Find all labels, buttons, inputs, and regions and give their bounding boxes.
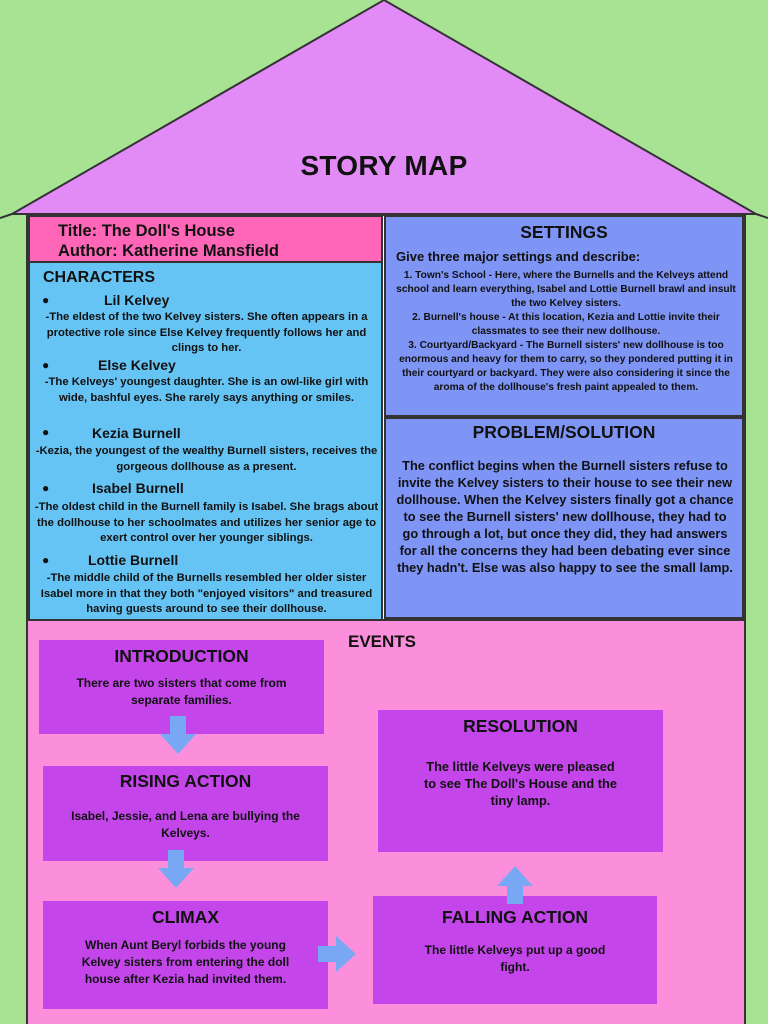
rising-action-text: Isabel, Jessie, and Lena are bullying th… [71,809,300,840]
bullet-icon: ● [42,293,50,307]
author-line: Author: Katherine Mansfield [58,242,279,260]
settings-prompt: Give three major settings and describe: [396,249,641,264]
setting-item: 3. Courtyard/Backyard - The Burnell sist… [399,340,733,393]
title-author-box: Title: The Doll's House Author: Katherin… [28,215,383,263]
bullet-icon: ● [42,481,50,495]
character-name: Kezia Burnell [92,425,181,441]
character-description: -The Kelveys' youngest daughter. She is … [44,376,369,404]
arrow-down-icon [158,850,194,888]
character-description: -The middle child of the Burnells resemb… [40,572,373,615]
resolution-title: RESOLUTION [463,716,578,736]
introduction-title: INTRODUCTION [114,646,249,666]
climax-box: CLIMAX When Aunt Beryl forbids the young… [43,901,328,1009]
character-description: -The oldest child in the Burnell family … [34,501,379,544]
bullet-icon: ● [42,425,50,439]
rising-action-title: RISING ACTION [119,771,252,791]
resolution-text: The little Kelveys were pleased to see T… [424,759,617,808]
character-name: Lottie Burnell [88,552,179,568]
setting-item: 1. Town's School - Here, where the Burne… [396,270,736,309]
problem-heading: PROBLEM/SOLUTION [472,422,656,442]
house-roof [0,0,768,219]
character-description: -Kezia, the youngest of the wealthy Burn… [35,445,378,473]
falling-action-text: The little Kelveys put up a good fight. [424,943,606,974]
character-name: Else Kelvey [98,357,176,373]
page-title: STORY MAP [300,150,468,181]
arrow-right-icon [318,936,356,972]
bullet-icon: ● [42,358,50,372]
bullet-icon: ● [42,553,50,567]
characters-heading: CHARACTERS [43,269,155,286]
settings-panel: SETTINGS Give three major settings and d… [384,215,744,417]
character-name: Isabel Burnell [92,480,184,496]
rising-action-box: RISING ACTION Isabel, Jessie, and Lena a… [43,766,328,861]
resolution-box: RESOLUTION The little Kelveys were pleas… [378,710,663,852]
story-title-line: Title: The Doll's House [58,222,235,240]
falling-action-box: FALLING ACTION The little Kelveys put up… [373,896,657,1004]
climax-title: CLIMAX [151,907,220,927]
arrow-down-icon [160,716,196,754]
falling-action-title: FALLING ACTION [441,907,589,927]
characters-panel: CHARACTERS ● Lil Kelvey -The eldest of t… [28,261,383,621]
problem-text: The conflict begins when the Burnell sis… [396,458,734,575]
events-heading: EVENTS [348,632,417,651]
settings-heading: SETTINGS [520,222,608,242]
character-description: -The eldest of the two Kelvey sisters. S… [45,311,368,354]
arrow-up-icon [497,866,533,904]
climax-text: When Aunt Beryl forbids the young Kelvey… [81,938,290,986]
introduction-text: There are two sisters that come from sep… [76,676,287,707]
settings-list: 1. Town's School - Here, where the Burne… [392,269,740,395]
problem-solution-panel: PROBLEM/SOLUTION The conflict begins whe… [384,417,744,619]
character-name: Lil Kelvey [104,292,170,308]
setting-item: 2. Burnell's house - At this location, K… [412,312,720,337]
